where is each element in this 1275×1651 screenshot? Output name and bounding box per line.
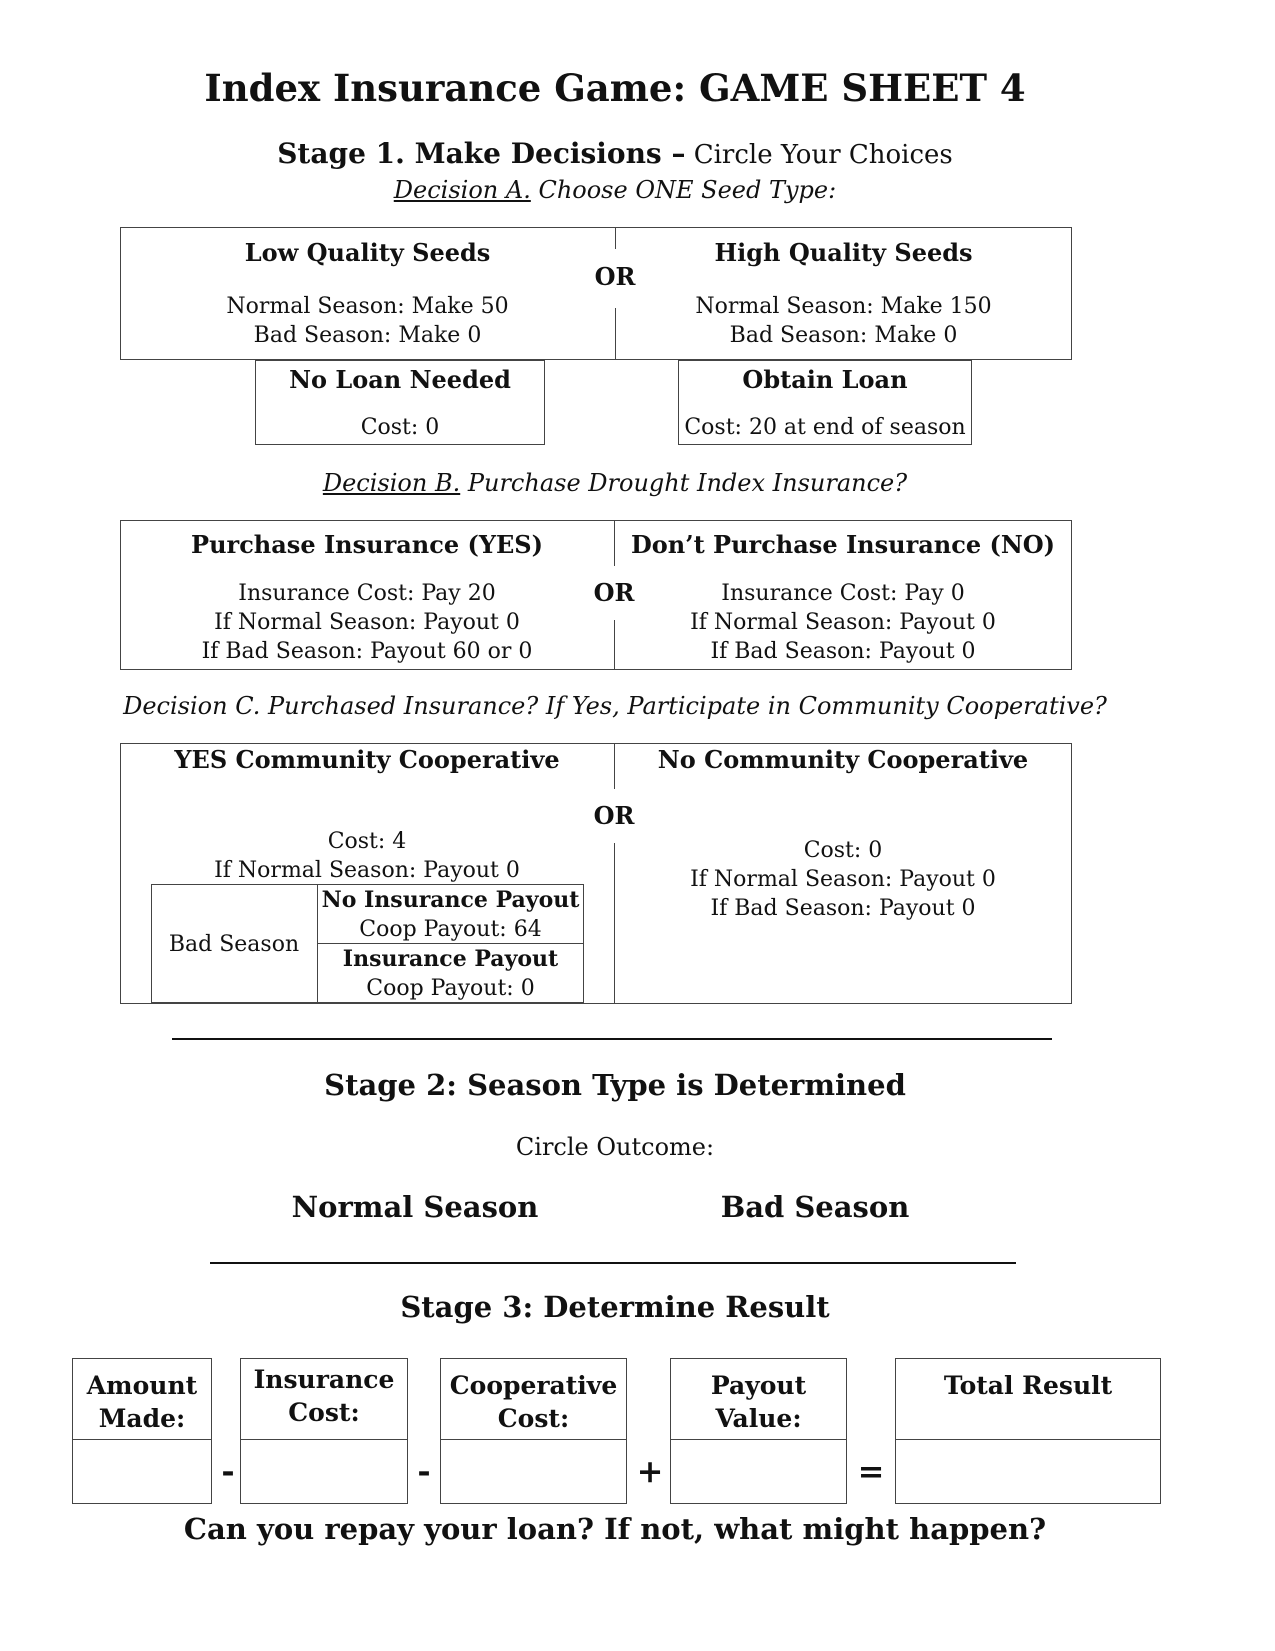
decision-c-heading: Decision C. Purchased Insurance? If Yes,… bbox=[123, 692, 1107, 720]
seed-or-label: OR bbox=[594, 262, 636, 291]
yes-coop-cost: Cost: 4 bbox=[327, 829, 407, 854]
divider bbox=[73, 1439, 211, 1440]
low-seeds-bad: Bad Season: Make 0 bbox=[253, 323, 482, 348]
divider bbox=[615, 227, 616, 249]
decision-a-label: Decision A. bbox=[393, 176, 531, 204]
no-coop-title[interactable]: No Community Cooperative bbox=[657, 745, 1029, 774]
payout-value-input[interactable] bbox=[670, 1439, 847, 1503]
divider bbox=[614, 620, 615, 670]
decision-a-heading: Decision A. Choose ONE Seed Type: bbox=[0, 176, 1230, 204]
coop-or-label: OR bbox=[593, 801, 635, 830]
obtain-loan-box[interactable]: Obtain Loan Cost: 20 at end of season bbox=[678, 360, 972, 445]
coop-cost-cell: Cooperative Cost: bbox=[440, 1358, 627, 1504]
no-insurance-payout-title: No Insurance Payout bbox=[321, 887, 580, 913]
payout-value-cell: Payout Value: bbox=[670, 1358, 847, 1504]
no-loan-box[interactable]: No Loan Needed Cost: 0 bbox=[255, 360, 545, 445]
plus-operator: + bbox=[636, 1452, 664, 1490]
yes-coop-normal: If Normal Season: Payout 0 bbox=[214, 858, 520, 883]
decision-b-heading: Decision B. Purchase Drought Index Insur… bbox=[0, 469, 1230, 497]
divider bbox=[615, 308, 616, 360]
divider bbox=[614, 843, 615, 1004]
bad-season-label: Bad Season bbox=[168, 932, 300, 957]
obtain-loan-cost: Cost: 20 at end of season bbox=[684, 415, 966, 440]
no-coop-normal: If Normal Season: Payout 0 bbox=[690, 867, 996, 892]
insurance-cost-input[interactable] bbox=[240, 1439, 408, 1503]
insurance-choice-box bbox=[120, 520, 1072, 670]
bad-season-option[interactable]: Bad Season bbox=[720, 1190, 910, 1224]
stage1-heading-rest: Circle Your Choices bbox=[693, 140, 953, 170]
obtain-loan-title: Obtain Loan bbox=[742, 365, 908, 394]
stage3-heading: Stage 3: Determine Result bbox=[400, 1290, 830, 1324]
divider bbox=[671, 1439, 846, 1440]
section-rule bbox=[172, 1038, 1052, 1040]
equals-operator: = bbox=[857, 1452, 885, 1490]
insurance-cost-label: Insurance Cost: bbox=[253, 1365, 395, 1427]
stage2-heading: Stage 2: Season Type is Determined bbox=[324, 1068, 906, 1102]
coop-cost-label: Cooperative Cost: bbox=[449, 1371, 618, 1433]
ins-no-normal: If Normal Season: Payout 0 bbox=[690, 610, 996, 635]
divider bbox=[614, 520, 615, 566]
normal-season-option[interactable]: Normal Season bbox=[291, 1190, 539, 1224]
high-seeds-normal: Normal Season: Make 150 bbox=[695, 294, 992, 319]
no-insurance-coop-payout: Coop Payout: 64 bbox=[359, 917, 542, 942]
decision-a-text: Choose ONE Seed Type: bbox=[530, 176, 837, 204]
no-coop-cost: Cost: 0 bbox=[803, 838, 883, 863]
stage1-heading: Stage 1. Make Decisions – Circle Your Ch… bbox=[0, 137, 1230, 170]
total-result-label: Total Result bbox=[943, 1371, 1113, 1400]
minus-operator: - bbox=[417, 1452, 431, 1490]
yes-coop-title[interactable]: YES Community Cooperative bbox=[174, 745, 560, 774]
cooperative-choice-box bbox=[120, 743, 1072, 1004]
insurance-coop-payout: Coop Payout: 0 bbox=[366, 976, 535, 1001]
high-quality-seeds-title[interactable]: High Quality Seeds bbox=[714, 238, 973, 267]
ins-yes-bad: If Bad Season: Payout 60 or 0 bbox=[201, 639, 533, 664]
no-loan-title: No Loan Needed bbox=[289, 365, 511, 394]
minus-operator: - bbox=[221, 1452, 235, 1490]
loan-repay-question: Can you repay your loan? If not, what mi… bbox=[183, 1512, 1047, 1546]
amount-made-input[interactable] bbox=[72, 1439, 212, 1503]
seed-choice-box bbox=[120, 227, 1072, 360]
page-title: Index Insurance Game: GAME SHEET 4 bbox=[204, 66, 1026, 110]
payout-value-label: Payout Value: bbox=[710, 1371, 807, 1433]
insurance-or-label: OR bbox=[593, 578, 635, 607]
stage1-heading-bold: Stage 1. Make Decisions – bbox=[277, 137, 686, 170]
divider bbox=[896, 1439, 1160, 1440]
amount-made-label: Amount Made: bbox=[86, 1371, 198, 1433]
decision-b-text: Purchase Drought Index Insurance? bbox=[460, 469, 908, 497]
section-rule bbox=[210, 1262, 1016, 1264]
low-quality-seeds-title[interactable]: Low Quality Seeds bbox=[244, 238, 491, 267]
divider bbox=[614, 743, 615, 789]
high-seeds-bad: Bad Season: Make 0 bbox=[729, 323, 958, 348]
no-loan-cost: Cost: 0 bbox=[360, 415, 440, 440]
coop-cost-input[interactable] bbox=[440, 1439, 627, 1503]
circle-outcome-label: Circle Outcome: bbox=[515, 1133, 715, 1161]
total-result-cell: Total Result bbox=[895, 1358, 1161, 1504]
insurance-payout-title: Insurance Payout bbox=[342, 946, 559, 972]
insurance-cost-cell: Insurance Cost: bbox=[240, 1358, 408, 1504]
ins-yes-cost: Insurance Cost: Pay 20 bbox=[238, 581, 496, 606]
purchase-insurance-yes-title[interactable]: Purchase Insurance (YES) bbox=[191, 530, 543, 559]
dont-purchase-insurance-title[interactable]: Don’t Purchase Insurance (NO) bbox=[630, 530, 1056, 559]
ins-no-cost: Insurance Cost: Pay 0 bbox=[721, 581, 965, 606]
no-coop-bad: If Bad Season: Payout 0 bbox=[710, 896, 976, 921]
ins-no-bad: If Bad Season: Payout 0 bbox=[710, 639, 976, 664]
total-result-input[interactable] bbox=[895, 1439, 1161, 1503]
divider bbox=[317, 943, 584, 944]
decision-b-label: Decision B. bbox=[322, 469, 461, 497]
ins-yes-normal: If Normal Season: Payout 0 bbox=[214, 610, 520, 635]
amount-made-cell: Amount Made: bbox=[72, 1358, 212, 1504]
low-seeds-normal: Normal Season: Make 50 bbox=[226, 294, 509, 319]
divider bbox=[441, 1439, 626, 1440]
divider bbox=[241, 1439, 407, 1440]
